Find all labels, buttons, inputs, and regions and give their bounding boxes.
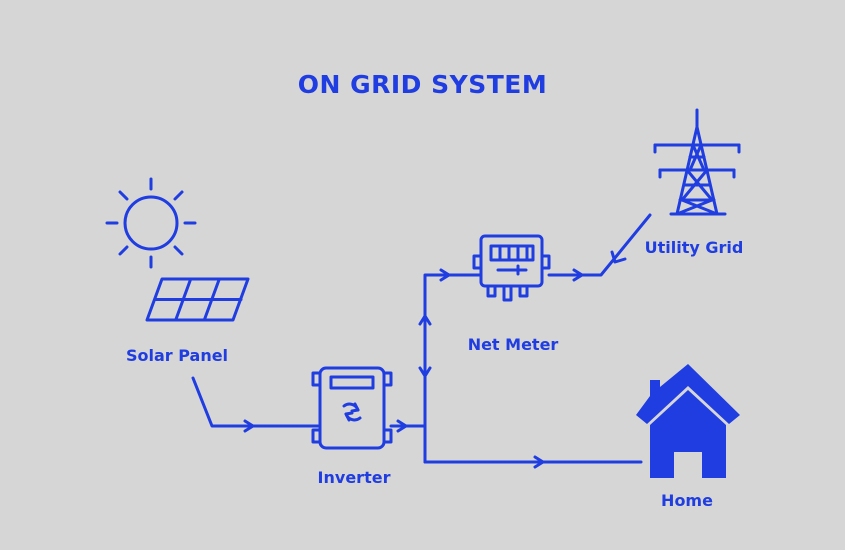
transmission-tower-icon bbox=[653, 108, 741, 216]
arrow-net-meter-out bbox=[572, 268, 584, 282]
inverter-icon bbox=[311, 366, 393, 450]
arrow-inverter-out bbox=[396, 419, 408, 433]
diagram-title: ON GRID SYSTEM bbox=[297, 70, 548, 99]
sun-icon bbox=[105, 177, 197, 269]
wire-net-meter-to-grid bbox=[547, 213, 652, 277]
solar-panel-icon bbox=[145, 277, 250, 322]
wire-junction-to-net-meter bbox=[423, 273, 482, 464]
arrow-to-net-meter bbox=[439, 268, 451, 282]
solar-panel-label: Solar Panel bbox=[125, 346, 229, 365]
arrow-to-home bbox=[533, 455, 545, 469]
house-icon bbox=[636, 364, 740, 478]
wire-solar-to-inverter bbox=[191, 376, 320, 428]
utility-grid-label: Utility Grid bbox=[644, 238, 744, 257]
net-meter-label: Net Meter bbox=[467, 335, 559, 354]
inverter-label: Inverter bbox=[317, 468, 391, 487]
arrow-solar-to-inverter bbox=[243, 419, 255, 433]
meter-icon bbox=[472, 234, 551, 302]
arrow-bus-down bbox=[418, 366, 432, 378]
home-label: Home bbox=[661, 491, 713, 510]
arrow-grid-in bbox=[610, 250, 627, 264]
arrow-bus-up bbox=[418, 314, 432, 326]
